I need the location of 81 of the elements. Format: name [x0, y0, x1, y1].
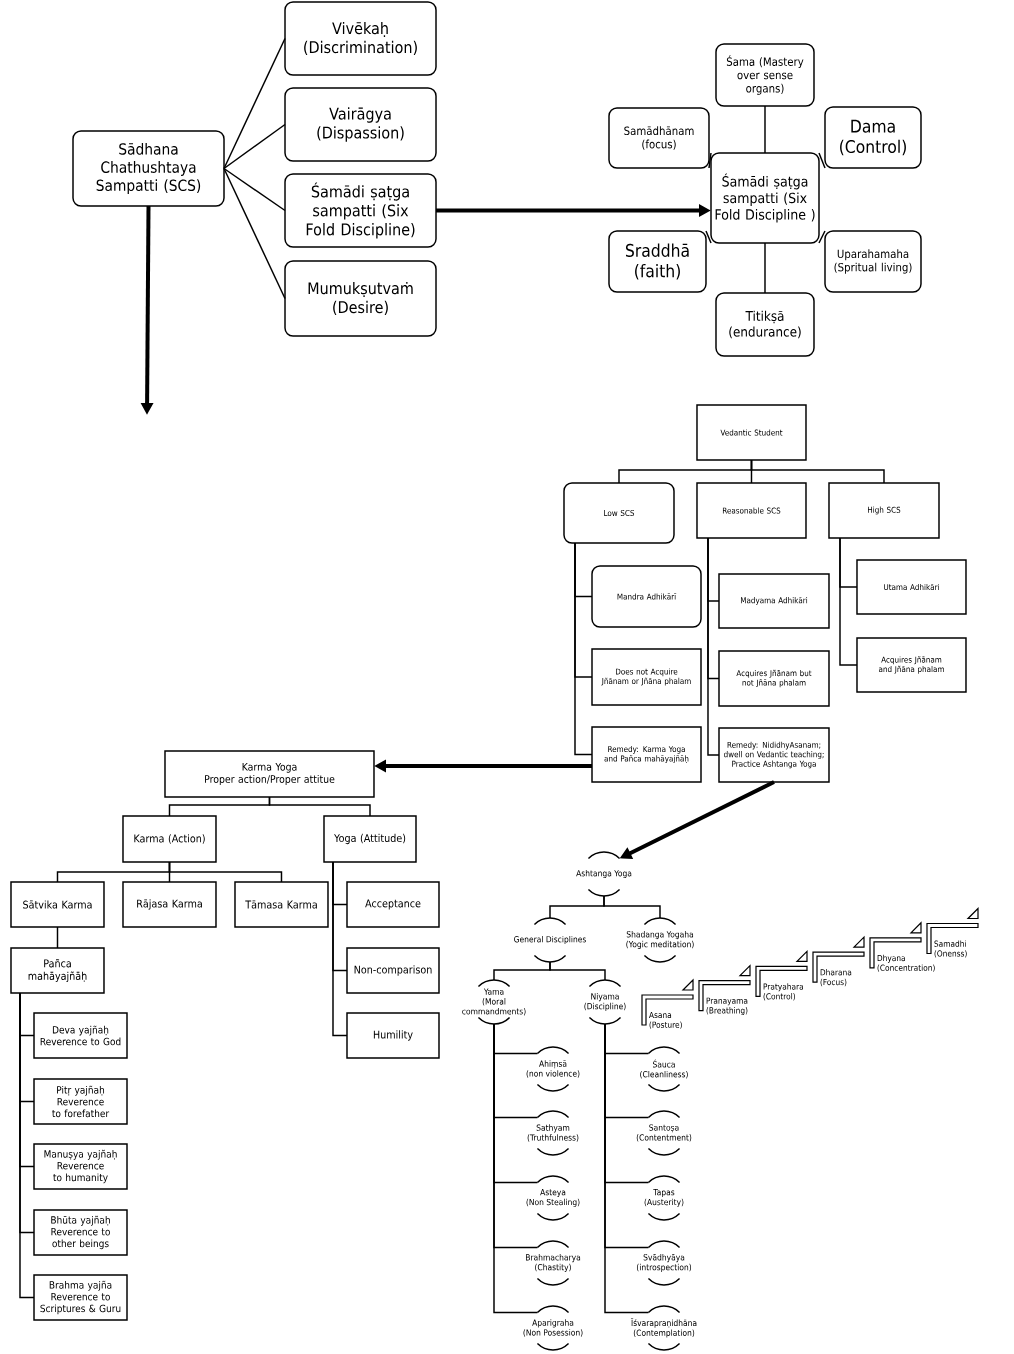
- rounded-box: Vivēkaḥ (Discrimination): [284, 1, 437, 76]
- text-box: Does not Acquire Jñānam or Jñāna phalam: [591, 648, 702, 706]
- text-box: Pañca mahāyajñāḥ: [10, 947, 105, 994]
- connector-line: [604, 1023, 650, 1314]
- connector-line: [223, 37, 286, 170]
- rounded-box: Śamādi ṣaṭga sampatti (Six Fold Discipline): [284, 173, 437, 248]
- arc-node: Svādhyāya (introspection): [636, 1240, 692, 1286]
- connector-line: [839, 537, 858, 666]
- text-box: Utama Adhikāri: [856, 559, 967, 615]
- connector-line: [549, 961, 606, 981]
- text-box: Humility: [346, 1012, 440, 1059]
- rounded-box: Uparahamaha (Spritual living): [824, 230, 922, 293]
- connector-line: [223, 167, 286, 300]
- text-box: High SCS: [828, 482, 940, 539]
- text-box: Reasonable SCS: [696, 482, 807, 539]
- text-box: Karma Yoga Proper action/Proper attitue: [164, 750, 375, 798]
- stair-step: Asana (Posture): [641, 979, 694, 1029]
- connector-line: [223, 167, 286, 212]
- arc-node: Shadanga Yogaha (Yogic meditation): [626, 917, 694, 963]
- text-box: Remedy: Karma Yoga and Pañca mahāyajñāḥ: [591, 726, 702, 783]
- arc-node: Ashtanga Yoga: [576, 851, 632, 897]
- stair-step: Pranayama (Breathing): [698, 965, 751, 1016]
- connector-line: [603, 895, 661, 919]
- connector-line: [574, 542, 593, 756]
- stair-step: Pratyahara (Control): [755, 950, 808, 1001]
- connector-line: [56, 926, 59, 949]
- text-box: Acquires Jñānam and Jñāna phalam: [856, 637, 967, 693]
- text-box: Manuṣya yajñaḥ Reverence to humanity: [33, 1143, 128, 1190]
- rounded-box: Mumukṣutvaṁ (Desire): [284, 260, 437, 337]
- text-box: Deva yajñaḥ Reverence to God: [33, 1012, 128, 1059]
- connector-line: [268, 796, 371, 817]
- arc-node: Santoṣa (Contentment): [636, 1110, 692, 1156]
- rounded-box: Dama (Control): [824, 106, 922, 169]
- arc-node: Īśvarapraṇidhāna (Contemplation): [630, 1305, 697, 1351]
- arc-node: Asteya (Non Stealing): [526, 1175, 580, 1221]
- arc-node: Yama (Moral commandments): [462, 979, 526, 1025]
- connector-line: [818, 152, 826, 169]
- text-box: Karma (Action): [122, 815, 217, 863]
- rounded-box: Samādhānam (focus): [608, 107, 710, 169]
- connector-line: [707, 537, 720, 756]
- arc-node: Śauca (Cleanliness): [640, 1046, 688, 1092]
- rounded-box: Sraddhā (faith): [608, 230, 707, 293]
- connector-line: [818, 230, 826, 244]
- connector-line: [705, 230, 712, 244]
- connector-line: [223, 123, 286, 170]
- arc-node: Sathyam (Truthfulness): [527, 1110, 579, 1156]
- text-box: Madyama Adhikāri: [718, 573, 830, 629]
- rounded-box: Titikṣā (endurance): [715, 292, 815, 357]
- text-box: Brahma yajña Reverence to Scriptures & Guru: [33, 1274, 128, 1321]
- text-box: Acceptance: [346, 881, 440, 928]
- connector-line: [493, 1023, 539, 1314]
- text-box: Yoga (Attitude): [323, 815, 417, 863]
- text-box: Remedy: NididhyAsanam; dwell on Vedantic teaching; Practice Ashtanga Yoga: [718, 727, 830, 783]
- connector-line: [708, 152, 712, 169]
- arc-node: Brahmacharya (Chastity): [526, 1240, 581, 1286]
- rounded-box: Low SCS: [563, 482, 675, 544]
- rounded-box: Śamādi ṣaṭga sampatti (Six Fold Discipline ): [710, 152, 820, 244]
- arc-node: Tapas (Austerity): [644, 1175, 684, 1221]
- connector-line: [332, 861, 348, 1037]
- rounded-box: Mandra Adhikārī: [591, 565, 702, 628]
- text-box: Acquires Jñānam but not Jñāna phalam: [718, 650, 830, 707]
- text-box: Rājasa Karma: [122, 881, 217, 928]
- arc-node: Ahiṃsā (non violence): [526, 1046, 580, 1092]
- connector-line: [168, 861, 283, 883]
- text-box: Sātvika Karma: [10, 881, 105, 928]
- stair-step: Dharana (Focus): [812, 936, 865, 987]
- arc-node: General Disciplines: [514, 917, 586, 963]
- arc-node: Niyama (Discipline): [584, 979, 626, 1025]
- rounded-box: Sādhana Chathushtaya Sampatti (SCS): [72, 130, 225, 207]
- text-box: Tāmasa Karma: [234, 881, 329, 928]
- rounded-box: Vairāgya (Dispassion): [284, 87, 437, 162]
- connector-line: [19, 992, 35, 1299]
- connector-line: [764, 105, 766, 154]
- arc-node: Aparigraha (Non Posession): [523, 1305, 583, 1351]
- connector-line: [764, 242, 766, 294]
- text-box: Pitṛ yajñaḥ Reverence to forefather: [33, 1078, 128, 1125]
- text-box: Bhūta yajñaḥ Reverence to other beings: [33, 1209, 128, 1256]
- connector-line: [750, 459, 885, 484]
- rounded-box: Śama (Mastery over sense organs): [715, 43, 815, 107]
- text-box: Non-comparison: [346, 947, 440, 994]
- text-box: Vedantic Student: [696, 404, 807, 461]
